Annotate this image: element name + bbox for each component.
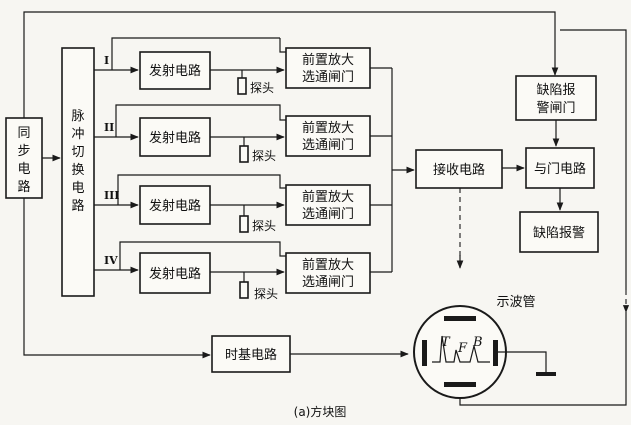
defect-alarm-label: 缺陷报警 — [533, 225, 585, 241]
preamp-label-3a: 前置放大 — [302, 189, 354, 205]
preamp-label-4a: 前置放大 — [302, 257, 354, 273]
crt-plate-right — [493, 340, 498, 366]
transmit-block-4 — [139, 252, 211, 294]
and-gate-label: 与门电路 — [534, 161, 586, 177]
channel-3-label: III — [104, 189, 119, 202]
preamp-label-2b: 选通闸门 — [302, 138, 354, 153]
preamp-label-3b: 选通闸门 — [302, 207, 354, 222]
wire-ch4-bypass — [119, 241, 286, 270]
wire-sync-to-timebase — [23, 198, 211, 359]
preamp-gate-block-2 — [285, 115, 371, 157]
preamp-label-4b: 选通闸门 — [302, 275, 354, 290]
pulse-switch-label-6: 路 — [71, 198, 84, 214]
and-gate-block — [525, 147, 595, 189]
timebase-block — [211, 335, 291, 373]
receive-block — [415, 149, 503, 189]
timebase-label: 时基电路 — [225, 347, 277, 363]
wire-right-to-crt — [459, 312, 627, 406]
crt-marker-b: B — [472, 335, 483, 350]
probe-icon-1 — [237, 77, 247, 95]
wire-crt-ground — [498, 351, 547, 372]
pulse-switch-label-4: 换 — [71, 163, 84, 178]
sync-label-1: 同 — [17, 126, 30, 141]
wire-ch1-bypass — [111, 37, 280, 70]
transmit-label-1: 发射电路 — [149, 63, 201, 79]
ground-icon — [536, 372, 556, 376]
crt-plate-left — [422, 340, 427, 366]
transmit-label-2: 发射电路 — [149, 130, 201, 146]
crt-plate-bottom — [444, 382, 476, 387]
channel-1-label: I — [104, 54, 109, 67]
sync-label-3: 电 — [17, 162, 30, 177]
pulse-switch-label-1: 脉 — [71, 109, 84, 124]
wire-right-return — [560, 29, 627, 290]
sync-label-4: 路 — [17, 179, 30, 195]
sync-label-2: 步 — [17, 144, 30, 159]
probe-label-3: 探头 — [252, 219, 276, 233]
preamp-label-1a: 前置放大 — [302, 52, 354, 68]
probe-icon-2 — [239, 145, 249, 163]
probe-label-1: 探头 — [250, 81, 274, 95]
defect-gate-label-1: 缺陷报 — [536, 83, 575, 98]
crt-plate-top — [444, 316, 476, 321]
pulse-switch-label-3: 切 — [71, 145, 84, 160]
transmit-block-3 — [139, 185, 211, 225]
transmit-label-4: 发射电路 — [149, 266, 201, 282]
defect-alarm-gate-block — [515, 75, 597, 121]
wire-ch3-bypass — [117, 174, 286, 205]
crt-marker-f: F — [457, 341, 468, 356]
sync-circuit-block — [5, 117, 43, 199]
crt-waveform — [432, 335, 490, 363]
channel-4-label: IV — [104, 254, 118, 267]
crt-marker-t: T — [441, 335, 451, 350]
transmit-block-1 — [139, 51, 211, 90]
preamp-gate-block-1 — [285, 47, 371, 89]
defect-alarm-block — [519, 211, 599, 253]
defect-gate-label-2: 警闸门 — [536, 100, 575, 116]
pulse-switch-block — [61, 47, 95, 297]
probe-label-4: 探头 — [254, 287, 278, 301]
receive-label: 接收电路 — [433, 162, 485, 178]
wire-ch2-bypass — [115, 104, 286, 137]
probe-icon-4 — [239, 281, 249, 299]
transmit-label-3: 发射电路 — [149, 198, 201, 214]
pulse-switch-label-2: 冲 — [71, 127, 84, 142]
preamp-gate-block-4 — [285, 252, 371, 294]
figure-caption: (a)方块图 — [294, 404, 347, 419]
wire-sync-to-defect-gate — [23, 11, 559, 118]
crt-label: 示波管 — [496, 295, 535, 310]
probe-icon-3 — [239, 215, 249, 233]
pulse-switch-label-5: 电 — [71, 181, 84, 196]
preamp-label-2a: 前置放大 — [302, 120, 354, 136]
channel-2-label: II — [104, 121, 114, 134]
probe-label-2: 探头 — [252, 149, 276, 163]
preamp-label-1b: 选通闸门 — [302, 70, 354, 85]
